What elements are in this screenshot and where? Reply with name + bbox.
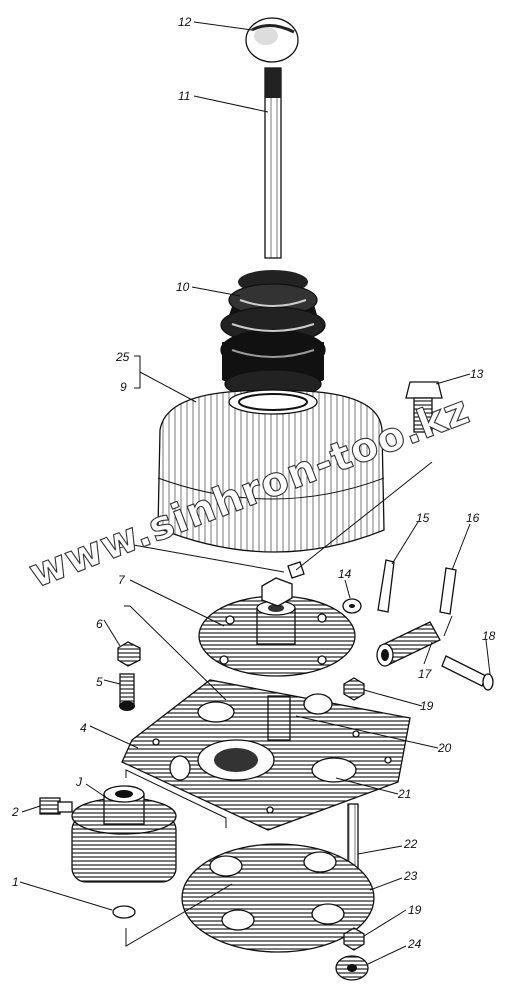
upper-plate-part-7 [198,577,356,677]
cotter-pin-part-15 [377,559,395,613]
lever-shaft-part-11 [264,67,282,259]
label-3: J [75,775,83,789]
label-13: 13 [470,367,484,381]
leader-lines [19,21,491,965]
callout-labels: 12 11 10 25 9 13 8 7 14 15 16 18 17 19 2… [11,15,496,951]
nut-part-6 [117,641,141,667]
label-24: 24 [407,937,422,951]
nut-part-19-lower [343,927,365,951]
label-25: 25 [115,350,130,364]
bolt-part-13 [405,381,443,433]
label-12: 12 [178,15,192,29]
label-19-lower: 19 [408,903,422,917]
bellows-part-10 [220,270,326,399]
label-4: 4 [80,721,87,735]
label-22: 22 [403,837,418,851]
label-20: 20 [437,741,452,755]
label-10: 10 [176,280,190,294]
label-6: 6 [96,617,103,631]
label-7: 7 [118,573,126,587]
label-16: 16 [466,511,480,525]
washer-part-14 [342,598,362,614]
fitting-part-24 [335,955,369,981]
label-11: 11 [178,89,190,103]
label-19-upper: 19 [420,699,434,713]
washer-part-1 [112,905,136,919]
pin-part-18 [441,655,494,691]
nut-part-19-upper [343,677,365,701]
label-18: 18 [482,629,496,643]
label-15: 15 [416,511,430,525]
label-8: 8 [118,537,125,551]
label-21: 21 [397,787,411,801]
bolt-part-5 [119,673,135,711]
sleeve-part-17 [376,621,441,667]
label-5: 5 [96,675,103,689]
label-14: 14 [338,567,352,581]
label-23: 23 [403,869,418,883]
knob-part-12 [245,17,299,63]
label-9: 9 [120,380,127,394]
lower-plate-part-23 [181,843,375,953]
valve-body-part-3 [71,785,177,883]
cover-housing-part-25 [157,389,385,553]
base-plate-part-4 [121,679,411,831]
assembly-lines [124,461,453,947]
label-17: 17 [418,667,433,681]
label-2: 2 [11,805,19,819]
label-1: 1 [12,875,19,889]
cotter-pin-part-16 [439,567,457,615]
fitting-part-2 [39,797,73,815]
